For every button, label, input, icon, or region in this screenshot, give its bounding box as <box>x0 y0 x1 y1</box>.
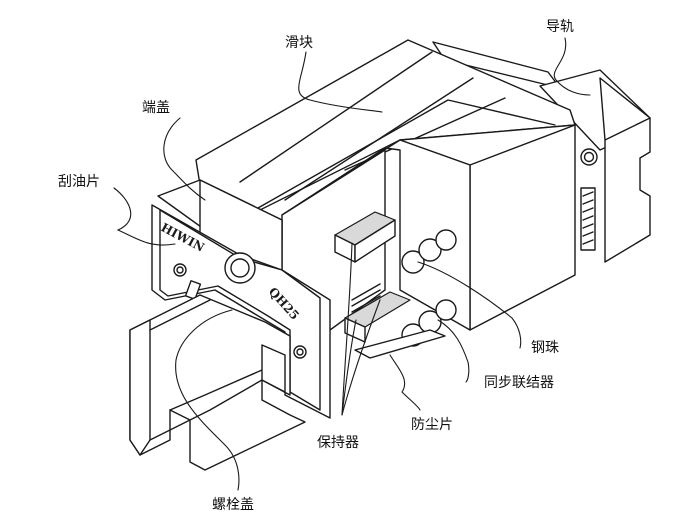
slider-block <box>195 39 598 331</box>
rail-front <box>129 294 306 471</box>
leader-retainer-2 <box>341 319 357 416</box>
leader-steel-ball <box>417 261 522 349</box>
label-dust-seal: 防尘片 <box>411 417 453 433</box>
label-end-cap: 端盖 <box>142 100 170 116</box>
label-bolt-cap: 螺栓盖 <box>212 497 254 513</box>
leader-slider <box>298 51 383 113</box>
label-rail: 导轨 <box>546 19 574 35</box>
label-scraper: 刮油片 <box>58 174 100 190</box>
label-steel-ball: 钢珠 <box>531 340 559 356</box>
side-seal-hatch <box>582 191 594 245</box>
sync-link-hatch <box>351 283 381 313</box>
leader-sync-link <box>437 319 470 383</box>
label-sync-link: 同步联结器 <box>484 375 554 391</box>
leader-lines <box>113 37 591 491</box>
label-slider: 滑块 <box>285 35 313 51</box>
leader-retainer-1 <box>341 242 353 416</box>
leader-rail <box>553 37 591 96</box>
leader-bolt-cap <box>175 309 240 491</box>
cutaway-interior <box>281 139 471 359</box>
label-retainer: 保持器 <box>317 435 359 451</box>
leader-retainer-3 <box>341 299 381 416</box>
leader-end-cap <box>163 117 206 201</box>
leader-dust-seal <box>389 354 421 411</box>
leader-scraper <box>113 187 176 246</box>
